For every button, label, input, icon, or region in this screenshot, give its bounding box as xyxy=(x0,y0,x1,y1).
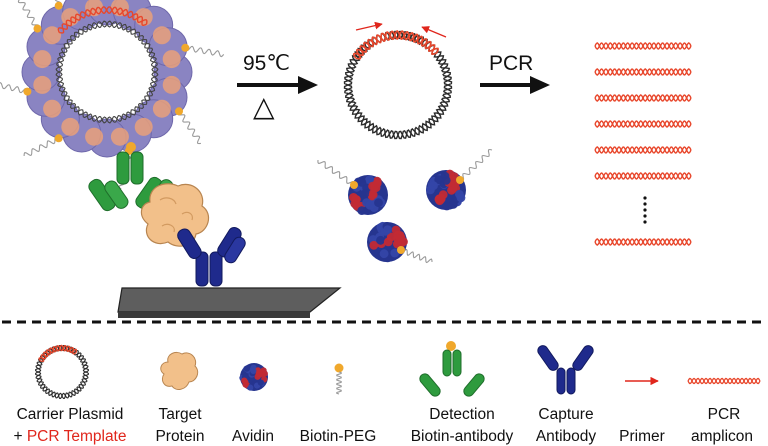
legend-biotin-peg-label: Biotin-PEG xyxy=(300,428,377,445)
legend xyxy=(35,341,761,399)
heat-symbol: △ xyxy=(253,91,275,122)
carrier-plasmid-ring xyxy=(21,0,193,158)
legend-pcr-amplicon-icon xyxy=(687,377,761,385)
pcr-template-segment xyxy=(352,30,439,60)
legend-primer-label: Primer xyxy=(619,428,665,445)
target-protein xyxy=(140,183,210,247)
legend-detection-line2: Biotin-antibody xyxy=(411,428,514,445)
legend-avidin-label: Avidin xyxy=(232,428,274,445)
legend-carrier-plasmid-icon xyxy=(35,344,89,399)
released-plasmid xyxy=(343,21,453,140)
legend-carrier-line2-highlight: PCR Template xyxy=(27,428,127,445)
legend-labels: Carrier Plasmid + PCR Template Target Pr… xyxy=(13,406,753,445)
pcr-template-on-ring xyxy=(57,6,148,34)
heat-label: 95℃ xyxy=(243,52,290,75)
free-avidin-complexes xyxy=(317,148,493,264)
plasmid-dna-ring xyxy=(343,30,453,140)
bound-complex xyxy=(0,0,342,318)
heat-step: 95℃ △ xyxy=(237,52,318,122)
legend-capture-antibody-icon xyxy=(537,345,594,395)
legend-target-line2: Protein xyxy=(155,428,204,445)
legend-carrier-line2: + PCR Template xyxy=(13,428,126,445)
legend-carrier-line2-prefix: + xyxy=(13,428,26,445)
pcr-amplicon-stack xyxy=(594,42,692,246)
pcr-label: PCR xyxy=(489,52,533,75)
capture-antibody xyxy=(177,227,246,287)
primer-arrows xyxy=(355,21,447,38)
legend-capture-line2: Antibody xyxy=(536,428,597,445)
legend-detection-antibody-icon xyxy=(419,341,485,397)
legend-target-protein-icon xyxy=(160,351,199,390)
legend-detection-line1: Detection xyxy=(429,406,494,423)
legend-avidin-icon xyxy=(239,363,268,391)
ellipsis-dots xyxy=(643,196,647,224)
legend-capture-line1: Capture xyxy=(538,406,593,423)
legend-biotin-peg-icon xyxy=(334,363,344,395)
legend-amplicon-line1: PCR xyxy=(708,406,741,423)
pcr-step: PCR xyxy=(480,52,550,94)
surface-slab xyxy=(117,287,342,318)
legend-amplicon-line2: amplicon xyxy=(691,428,753,445)
legend-target-line1: Target xyxy=(158,406,202,423)
legend-carrier-line1: Carrier Plasmid xyxy=(17,406,124,423)
